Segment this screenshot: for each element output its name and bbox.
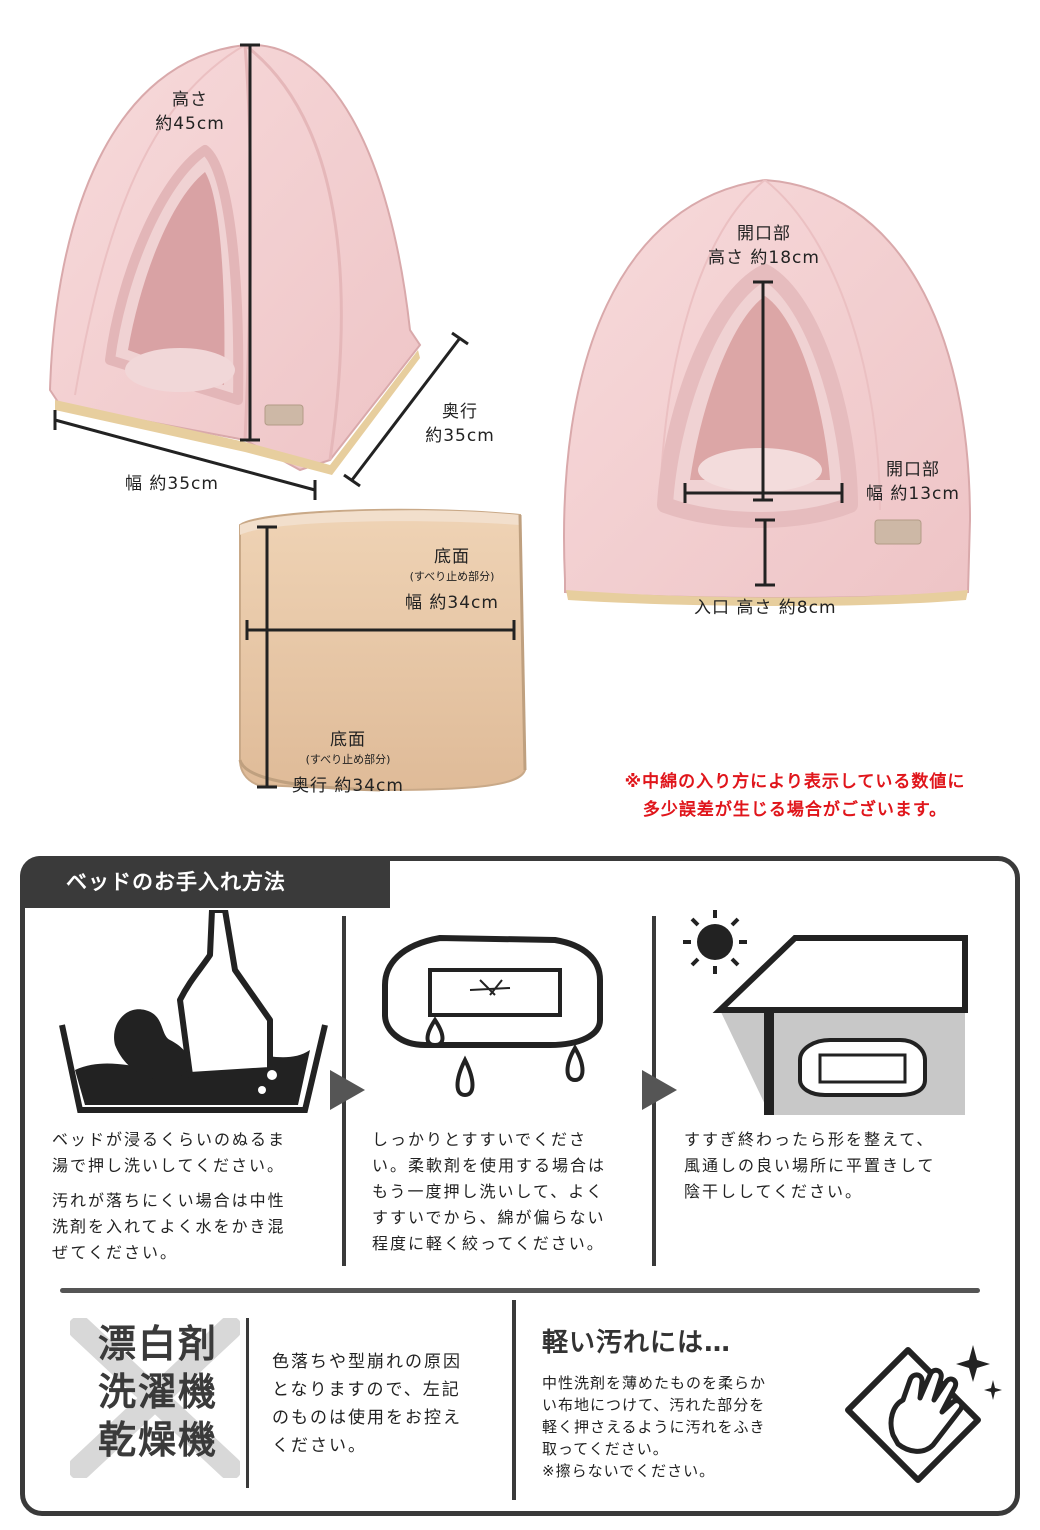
arrow-icon [330, 1070, 365, 1110]
wipe-cloth-icon [845, 1345, 1002, 1483]
section-divider [60, 1288, 980, 1293]
bottom-depth-label: 底面 (すべり止め部分) 奥行 約34cm [292, 730, 404, 796]
dimension-lines-2 [683, 280, 844, 587]
height-label: 高さ約45cm [155, 90, 225, 134]
step1-text-extra: 汚れが落ちにくい場合は中性洗剤を入れてよく水をかき混ぜてください。 [52, 1191, 286, 1262]
light-stain-title: 軽い汚れには… [542, 1328, 732, 1358]
entrance-height-label: 入口 高さ 約8cm [694, 598, 837, 618]
dimension-lines-1 [53, 43, 469, 500]
prohibited-items: 漂白剤洗濯機乾燥機 [97, 1322, 218, 1462]
measurement-note: ※中綿の入り方により表示している数値に多少誤差が生じる場合がございます。 [624, 772, 966, 820]
prohibited-cross-icon [70, 1318, 240, 1478]
opening-width-label: 開口部幅 約13cm [866, 460, 960, 504]
width-label: 幅 約35cm [125, 474, 219, 494]
hand-wash-icon [59, 910, 328, 1113]
light-divider [512, 1300, 516, 1500]
product-figure [48, 43, 972, 792]
step3-text: すすぎ終わったら形を整えて、風通しの良い場所に平置きして陰干ししてください。 [684, 1130, 936, 1201]
step2-text: しっかりとすすいでください。柔軟剤を使用する場合はもう一度押し洗いして、よくすす… [372, 1130, 607, 1253]
banned-divider [246, 1318, 249, 1488]
prohibited-text: 色落ちや型崩れの原因となりますので、左記のものは使用をお控えください。 [272, 1352, 462, 1456]
care-illustrations [59, 910, 968, 1115]
bottom-width-label: 底面 (すべり止め部分) 幅 約34cm [405, 547, 499, 613]
dimension-lines-3 [245, 525, 516, 789]
arrow-icon [642, 1070, 677, 1110]
depth-label: 奥行約35cm [425, 402, 495, 446]
shade-dry-icon [683, 910, 968, 1115]
light-stain-text: 中性洗剤を薄めたものを柔らかい布地につけて、汚れた部分を軽く押さえるように汚れを… [542, 1374, 767, 1480]
opening-height-label: 開口部高さ 約18cm [708, 224, 820, 268]
care-panel [20, 856, 1020, 1516]
bed-bottom [238, 508, 527, 792]
dome-bed-angled [48, 43, 422, 475]
step1-text: ベッドが浸るくらいのぬるま湯で押し洗いしてください。 [52, 1130, 287, 1175]
care-title: ベッドのお手入れ方法 [20, 856, 390, 908]
wring-bed-icon [382, 934, 603, 1098]
